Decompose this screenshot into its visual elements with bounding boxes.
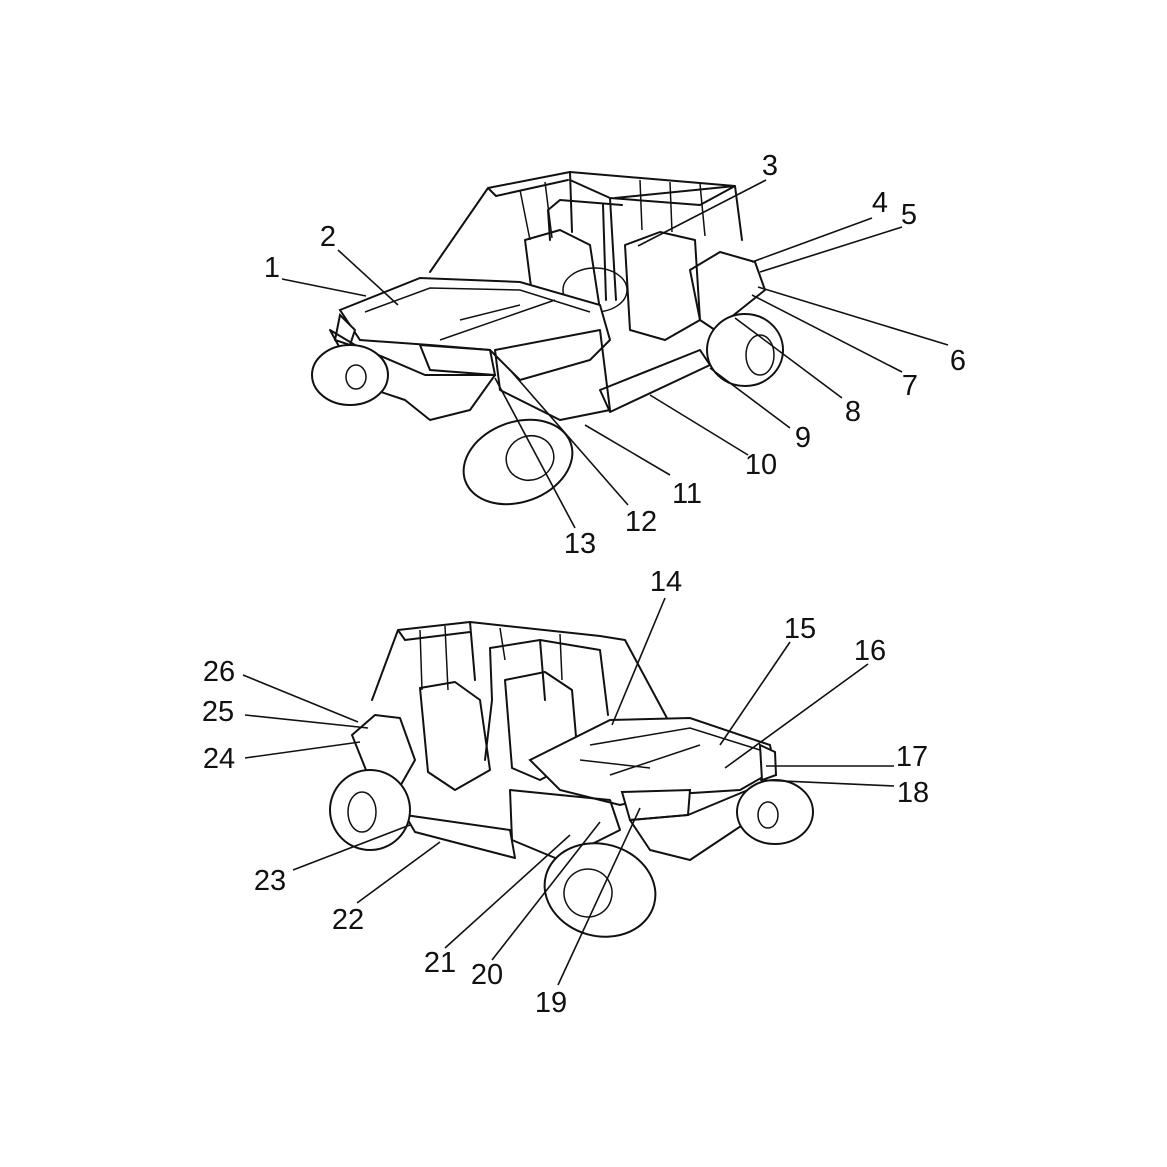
leader-14 <box>611 597 666 726</box>
leader-8 <box>734 317 843 399</box>
leader-1 <box>281 278 367 297</box>
callout-17: 17 <box>896 741 928 773</box>
callout-18: 18 <box>897 777 929 809</box>
callout-21: 21 <box>424 947 456 979</box>
callout-11: 11 <box>672 478 702 510</box>
lower-leader-lines <box>242 597 895 986</box>
callout-25: 25 <box>202 696 234 728</box>
callout-2: 2 <box>320 221 336 253</box>
callout-3: 3 <box>762 150 778 182</box>
callout-15: 15 <box>784 613 816 645</box>
leader-16 <box>724 663 869 769</box>
lower-callouts: 14 15 16 17 18 19 20 21 22 23 24 25 26 <box>202 566 929 1019</box>
leader-26 <box>242 674 359 723</box>
leader-12 <box>509 369 629 506</box>
callout-14: 14 <box>650 566 682 598</box>
upper-leader-lines <box>281 179 949 529</box>
callout-24: 24 <box>203 743 235 775</box>
leader-23 <box>292 824 411 871</box>
leader-20 <box>491 821 601 961</box>
callout-20: 20 <box>471 959 503 991</box>
upper-vehicle-drawing <box>311 171 784 506</box>
callout-6: 6 <box>950 345 966 377</box>
callout-10: 10 <box>745 449 777 481</box>
leader-9 <box>709 367 791 429</box>
upper-callouts: 1 2 3 4 5 6 7 8 9 10 11 12 13 <box>264 150 966 560</box>
callout-4: 4 <box>872 187 888 219</box>
leader-21 <box>444 834 571 949</box>
callout-9: 9 <box>795 422 811 454</box>
leader-5 <box>759 226 903 273</box>
callout-1: 1 <box>264 252 280 284</box>
leader-2 <box>337 249 399 306</box>
leader-25 <box>244 714 369 729</box>
leader-13 <box>494 377 576 529</box>
leader-22 <box>356 841 441 904</box>
callout-26: 26 <box>203 656 235 688</box>
callout-19: 19 <box>535 987 567 1019</box>
callout-5: 5 <box>901 199 917 231</box>
lower-vehicle-drawing <box>329 621 814 938</box>
callout-22: 22 <box>332 904 364 936</box>
callout-7: 7 <box>902 370 918 402</box>
leader-3 <box>637 179 767 247</box>
leader-18 <box>759 779 895 787</box>
callout-13: 13 <box>564 528 596 560</box>
leader-11 <box>584 424 671 476</box>
leader-24 <box>244 741 361 759</box>
leader-7 <box>751 294 903 373</box>
callout-8: 8 <box>845 396 861 428</box>
leader-6 <box>757 286 949 346</box>
callout-12: 12 <box>625 506 657 538</box>
callout-23: 23 <box>254 865 286 897</box>
leader-19 <box>557 807 641 986</box>
callout-16: 16 <box>854 635 886 667</box>
leader-10 <box>649 394 749 456</box>
leader-15 <box>719 641 791 746</box>
leader-4 <box>751 217 873 263</box>
